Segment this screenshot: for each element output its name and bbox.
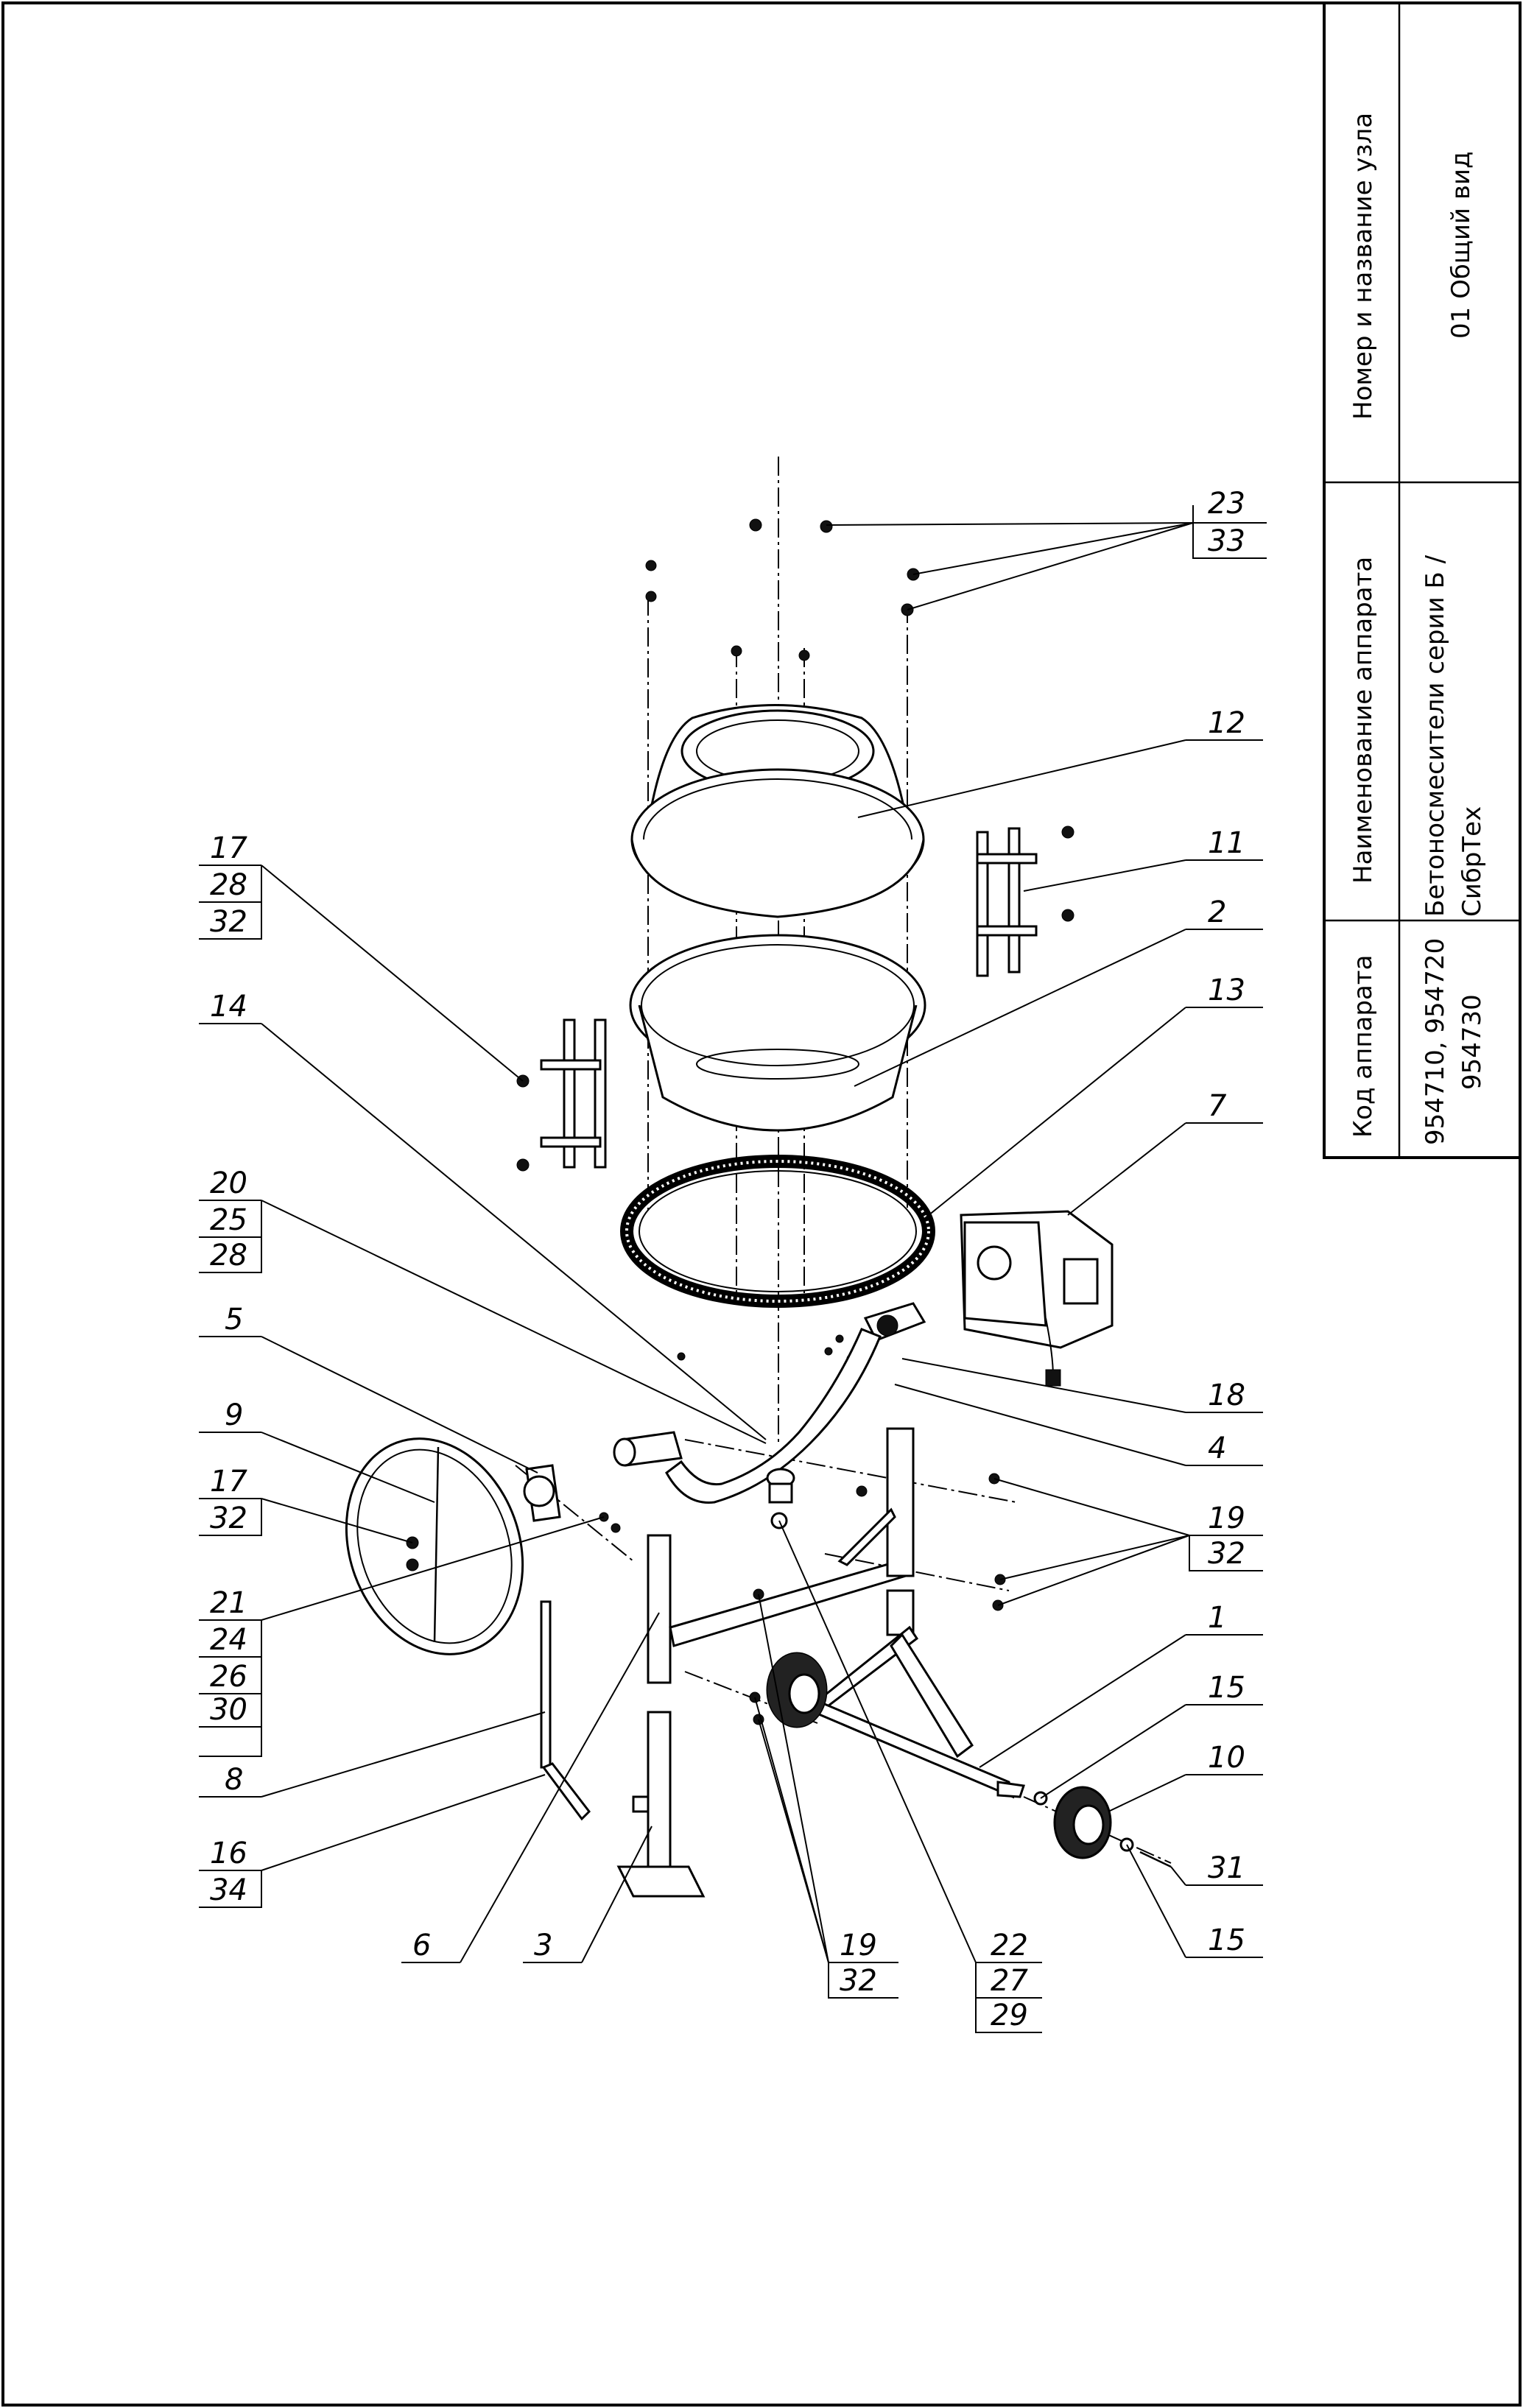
callout-20: 20 [210,1166,247,1200]
callout-17-top: 17 [210,831,247,865]
handwheel-9 [345,1437,524,1655]
callout-10: 10 [1208,1741,1245,1775]
flange-21 [523,1464,621,1533]
code-value-line2: 954730 [1457,994,1487,1090]
callout-8: 8 [225,1763,243,1797]
callout-28-mid: 28 [210,1239,247,1272]
callout-2: 2 [1208,895,1226,929]
bolt-group-19 [677,1352,1006,1725]
callout-19-right: 19 [1208,1502,1245,1535]
callout-30: 30 [210,1693,247,1727]
leg-3 [616,1711,706,1898]
drive-pinion-18 [824,1302,926,1363]
callout-31: 31 [1208,1851,1245,1885]
callout-22: 22 [991,1929,1028,1962]
callout-18: 18 [1208,1379,1245,1412]
callout-5: 5 [225,1303,243,1337]
callout-19-bottom: 19 [840,1929,877,1962]
callout-15-top: 15 [1208,1671,1245,1705]
node-value: 01 Общий вид [1446,152,1476,339]
callout-21: 21 [210,1586,247,1620]
main-shaft-5 [613,1431,683,1467]
callout-3: 3 [534,1929,552,1962]
callout-32-mid: 32 [210,1502,247,1535]
callout-28-top: 28 [210,868,247,902]
callout-23: 23 [1208,487,1245,521]
wheel-10 [1033,1786,1172,1868]
callout-11: 11 [1208,826,1245,860]
callout-32-top: 32 [210,905,247,939]
drum-top-cone-12 [630,704,925,918]
callout-32-bottom: 32 [840,1964,877,1998]
node-header: Номер и название узла [1348,113,1378,420]
fastener-group-23 [645,518,920,661]
motor-box-7 [960,1210,1114,1387]
callout-25: 25 [210,1203,247,1237]
callout-29: 29 [991,1999,1028,2032]
tilt-lever-8 [540,1600,591,1821]
assembly-axes [515,457,1172,1864]
callout-17-mid: 17 [210,1465,247,1499]
device-value-line2: СибрТех [1457,806,1487,917]
callout-numbers: 23 33 12 11 2 13 7 18 4 19 32 1 15 10 31… [210,487,1245,2032]
device-value-line1: Бетоносмесители серии Б / [1421,555,1450,917]
callout-33: 33 [1208,524,1245,558]
callout-9: 9 [225,1398,243,1432]
frame-stand-6 [647,1427,915,1684]
axle-frame-1 [812,1589,1025,1799]
yoke-arm-4 [665,1328,882,1529]
callout-1: 1 [1208,1601,1226,1635]
callout-34: 34 [210,1873,247,1907]
callout-7: 7 [1208,1089,1227,1123]
gear-ring-13 [620,1155,935,1308]
callout-24: 24 [210,1623,247,1657]
callout-13: 13 [1208,974,1245,1007]
callout-12: 12 [1208,706,1245,740]
callout-6: 6 [412,1929,431,1962]
callout-27: 27 [991,1964,1028,1998]
drum-lower-body-2 [629,934,926,1132]
callout-15-bottom: 15 [1208,1923,1245,1957]
code-header: Код аппарата [1348,955,1378,1138]
device-header: Наименование аппарата [1348,557,1378,884]
callout-14: 14 [210,990,247,1024]
wheel-inner [766,1652,828,1728]
code-value-line1: 954710, 954720 [1421,938,1450,1145]
handle-11 [976,825,1074,977]
callout-16: 16 [210,1837,247,1870]
title-block: Номер и название узла 01 Общий вид Наиме… [1323,1,1522,1159]
callout-26: 26 [210,1660,247,1694]
handle-17 [516,1018,607,1172]
callout-32-right: 32 [1208,1537,1245,1571]
callout-4: 4 [1208,1432,1226,1465]
leader-lines [199,505,1267,2033]
